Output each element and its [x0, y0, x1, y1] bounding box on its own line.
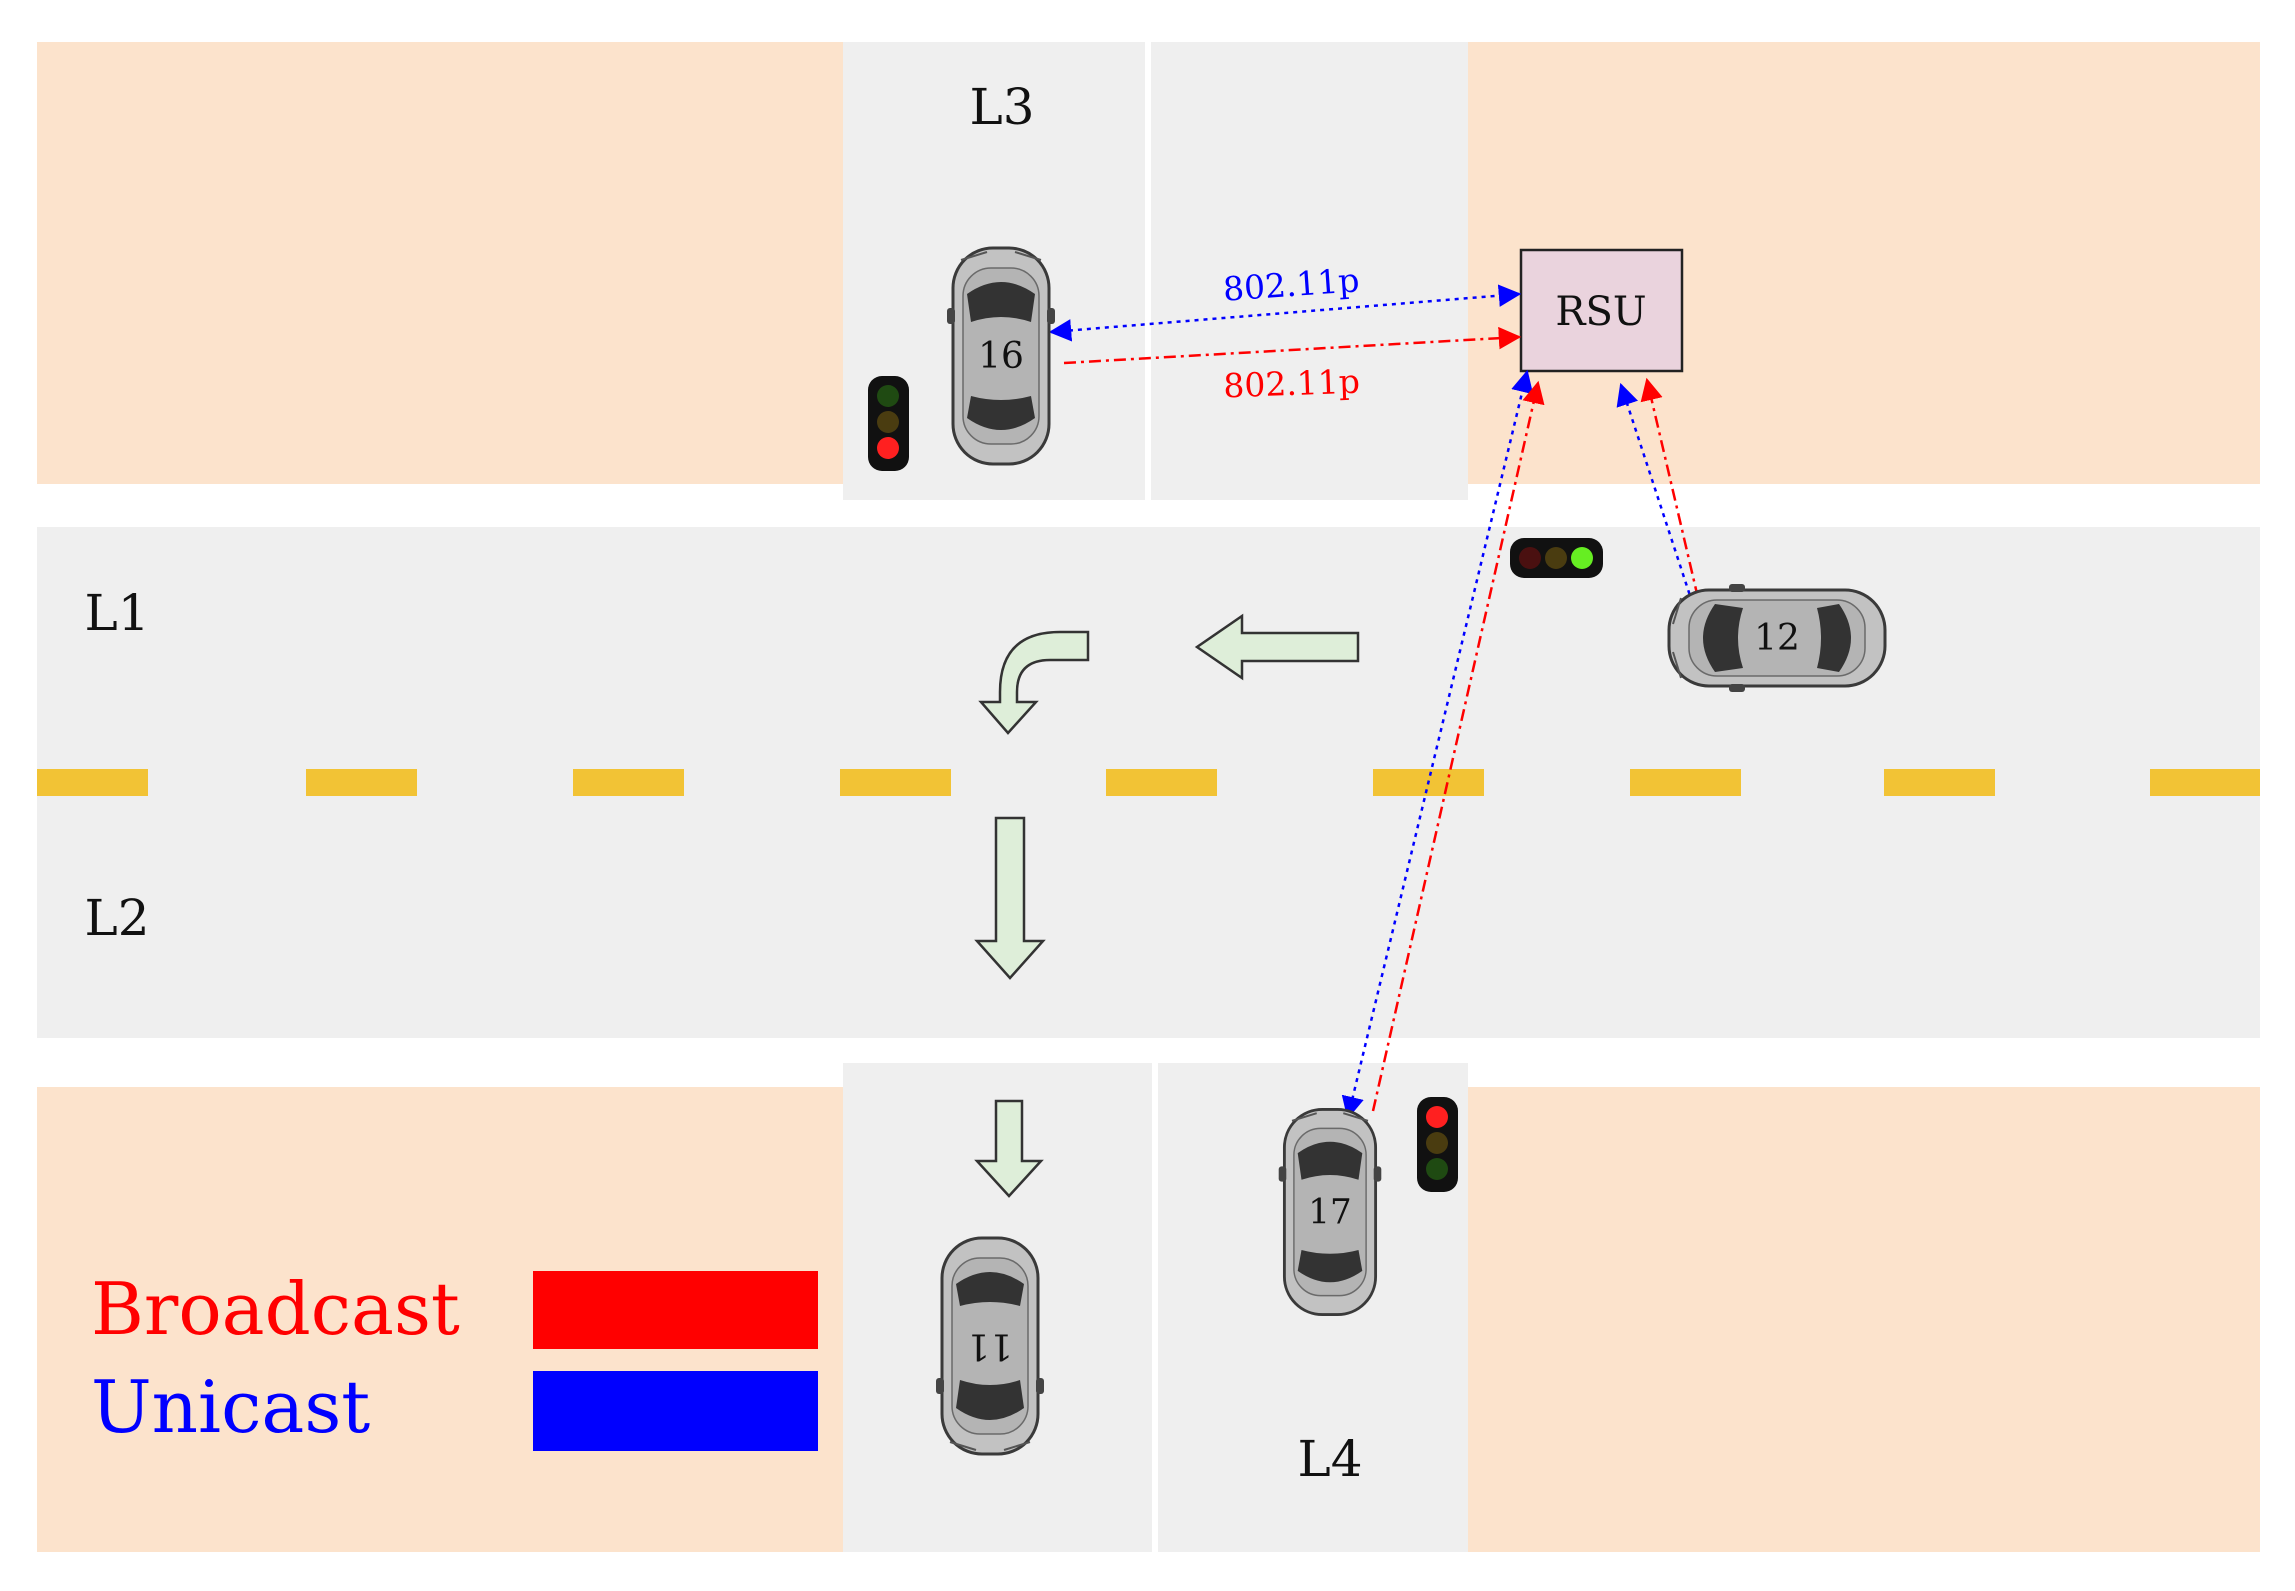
legend: Broadcast Unicast — [91, 1267, 818, 1451]
legend-broadcast-label: Broadcast — [91, 1267, 460, 1351]
legend-unicast-swatch — [533, 1371, 818, 1451]
rsu: RSU — [1519, 248, 1684, 373]
lane-divider — [37, 769, 2260, 796]
lane-label-l1: L1 — [84, 584, 149, 642]
lane-label-l2: L2 — [84, 889, 149, 947]
lane-label-l3: L3 — [969, 78, 1034, 136]
links — [1048, 284, 1702, 1120]
broadcast-link-12 — [1640, 377, 1700, 599]
building-bottom-right — [1468, 1087, 2260, 1552]
vehicle-16: 16 — [945, 246, 1057, 466]
vehicle-label: 11 — [967, 1325, 1013, 1366]
traffic-light-l4 — [1417, 1097, 1458, 1192]
arrow-down-l2 — [974, 816, 1046, 980]
vehicle-label: 17 — [1308, 1192, 1352, 1232]
vehicle-12: 12 — [1667, 582, 1887, 694]
legend-unicast-label: Unicast — [91, 1365, 370, 1449]
vehicle-17: 17 — [1277, 1107, 1383, 1317]
unicast-link-label: 802.11p — [1222, 260, 1361, 308]
arrow-down-south — [974, 1099, 1044, 1198]
vehicle-label: 12 — [1754, 618, 1800, 659]
vehicle-11: 11 — [934, 1236, 1046, 1456]
broadcast-link-label: 802.11p — [1223, 362, 1361, 406]
road-l1 — [37, 527, 2260, 780]
unicast-link-17 — [1341, 369, 1534, 1120]
arrow-left — [1194, 613, 1360, 681]
legend-broadcast-swatch — [533, 1271, 818, 1349]
broadcast-link-16 — [1063, 326, 1522, 365]
road-l2 — [37, 780, 2260, 1038]
unicast-link-16 — [1048, 284, 1522, 342]
traffic-light-l3 — [868, 376, 909, 471]
arrow-turn-down — [978, 630, 1090, 735]
vehicle-label: 16 — [978, 336, 1024, 377]
traffic-light-l1 — [1510, 538, 1603, 578]
rsu-label: RSU — [1555, 289, 1646, 335]
building-top-left — [37, 42, 843, 484]
lane-label-l4: L4 — [1297, 1430, 1362, 1488]
